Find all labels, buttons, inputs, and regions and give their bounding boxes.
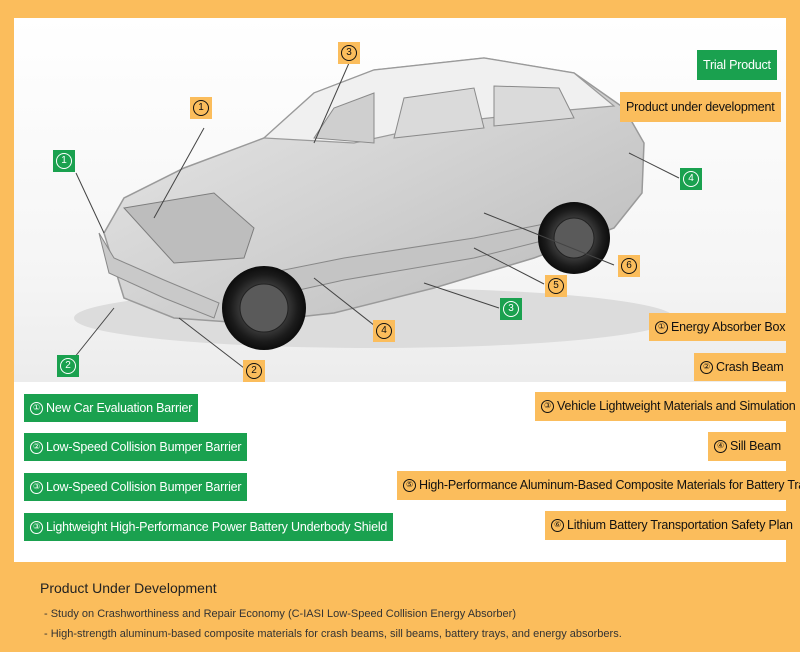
marker-6-orange: 6 — [618, 255, 640, 277]
label-text: Low-Speed Collision Bumper Barrier — [46, 439, 242, 454]
label-text: Energy Absorber Box — [671, 319, 786, 334]
a-pillar — [313, 92, 375, 144]
footer-panel: Product Under Development - Study on Cra… — [0, 562, 800, 652]
marker-number: 4 — [683, 171, 699, 187]
b-pillar-window — [393, 87, 485, 139]
legend-trial-product: Trial Product — [697, 50, 777, 80]
right-frame-band — [786, 0, 800, 570]
label-text: Vehicle Lightweight Materials and Simula… — [557, 399, 796, 414]
marker-number: 2 — [60, 358, 76, 374]
marker-number: 3 — [503, 301, 519, 317]
label-number: ① — [655, 320, 668, 334]
front-bumper — [98, 232, 220, 319]
legend-product-under-development: Product under development — [620, 92, 781, 122]
label-number: ③ — [30, 480, 43, 494]
label-text: Crash Beam — [716, 359, 784, 374]
marker-number: 2 — [246, 363, 262, 379]
marker-number: 6 — [621, 258, 637, 274]
label-number: ⑥ — [551, 519, 564, 532]
rear-window — [493, 85, 575, 127]
marker-number: 1 — [56, 153, 72, 169]
label-number: ① — [30, 401, 43, 415]
marker-2-orange: 2 — [243, 360, 265, 382]
leader-lines — [73, 62, 680, 369]
marker-number: 4 — [376, 323, 392, 339]
footer-list: - Study on Crashworthiness and Repair Ec… — [44, 604, 622, 644]
car-body-illustration — [73, 57, 680, 369]
label-number: ③ — [541, 400, 554, 413]
label-number: ② — [30, 440, 43, 454]
footer-item: - High-strength aluminum-based composite… — [44, 628, 622, 640]
label-number: ② — [700, 360, 713, 374]
front-rim — [239, 283, 289, 333]
marker-number: 5 — [548, 278, 564, 294]
marker-4-orange: 4 — [373, 320, 395, 342]
label-text: Lithium Battery Transportation Safety Pl… — [567, 518, 793, 533]
label-text: Sill Beam — [730, 439, 781, 454]
marker-number: 1 — [193, 100, 209, 116]
label-number: ③ — [30, 520, 43, 534]
rear-rim — [553, 217, 595, 259]
marker-4-green: 4 — [680, 168, 702, 190]
marker-2-green: 2 — [57, 355, 79, 377]
label-number: ④ — [714, 440, 727, 453]
label-text: Low-Speed Collision Bumper Barrier — [46, 479, 242, 494]
marker-5-orange: 5 — [545, 275, 567, 297]
marker-number: 3 — [341, 45, 357, 61]
left-frame-band — [0, 0, 14, 570]
marker-3-orange: 3 — [338, 42, 360, 64]
label-text: Lightweight High-Performance Power Batte… — [46, 519, 388, 534]
marker-3-green: 3 — [500, 298, 522, 320]
label-text: High-Performance Aluminum-Based Composit… — [419, 478, 800, 493]
label-text: New Car Evaluation Barrier — [46, 400, 193, 415]
footer-item: - Study on Crashworthiness and Repair Ec… — [44, 608, 516, 620]
top-frame-band — [0, 0, 800, 18]
footer-title: Product Under Development — [40, 580, 217, 596]
label-number: ⑤ — [403, 479, 416, 492]
marker-1-orange: 1 — [190, 97, 212, 119]
front-crash-structure — [123, 192, 255, 264]
marker-1-green: 1 — [53, 150, 75, 172]
